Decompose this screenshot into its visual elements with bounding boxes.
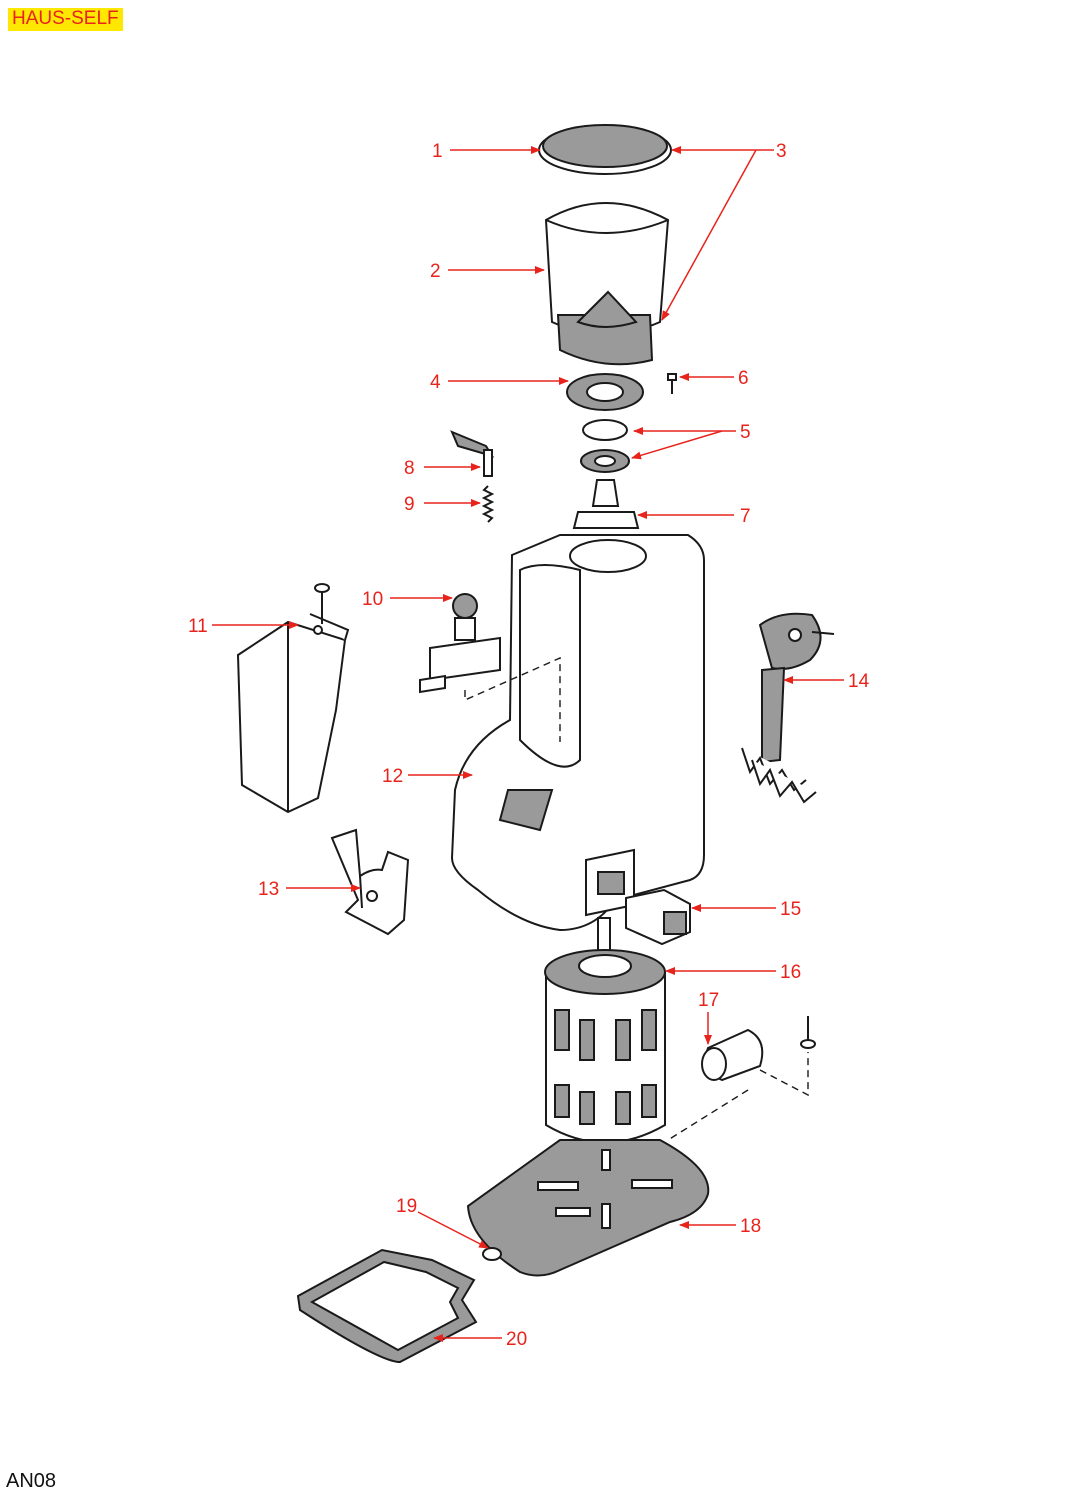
leader-19 xyxy=(417,1211,489,1249)
leader-lines xyxy=(212,146,844,1342)
callout-1: 1 xyxy=(432,141,443,162)
callout-10: 10 xyxy=(362,589,383,610)
callout-11: 11 xyxy=(188,616,208,637)
part-foot-19 xyxy=(482,1247,502,1261)
part-motor-16 xyxy=(544,917,666,1144)
brand-label: HAUS-SELF xyxy=(8,8,123,31)
part-switch-10 xyxy=(419,593,561,742)
callout-6: 6 xyxy=(738,368,749,389)
part-lever-8-spring-9 xyxy=(450,430,495,523)
part-base-plate-18 xyxy=(466,1139,710,1277)
callout-4: 4 xyxy=(430,372,441,393)
part-plug-cable-14 xyxy=(741,612,835,804)
callout-17: 17 xyxy=(698,990,719,1011)
part-cover-11 xyxy=(236,583,350,814)
part-bracket-13 xyxy=(330,828,410,936)
leader-3b xyxy=(661,149,757,321)
callout-13: 13 xyxy=(258,879,279,900)
callout-9: 9 xyxy=(404,494,415,515)
part-shaft-7 xyxy=(572,479,640,529)
part-lid xyxy=(538,124,672,175)
part-rocker-switch-15 xyxy=(625,888,691,946)
callout-labels: 1 2 3 4 5 6 7 8 9 10 11 12 13 14 15 16 1… xyxy=(188,141,870,1350)
callout-16: 16 xyxy=(780,962,801,983)
callout-18: 18 xyxy=(740,1216,761,1237)
part-capacitor-17 xyxy=(667,1016,816,1141)
callout-3: 3 xyxy=(776,141,787,162)
callout-19: 19 xyxy=(396,1196,417,1217)
leader-5b xyxy=(631,430,723,460)
callout-12: 12 xyxy=(382,766,403,787)
callout-2: 2 xyxy=(430,261,441,282)
part-drip-tray-20 xyxy=(296,1248,478,1364)
callout-20: 20 xyxy=(506,1329,527,1350)
callout-5: 5 xyxy=(740,422,751,443)
diagram-code: AN08 xyxy=(6,1470,57,1492)
callout-15: 15 xyxy=(780,899,801,920)
part-body-12 xyxy=(450,534,705,932)
part-hopper xyxy=(544,202,670,366)
callout-14: 14 xyxy=(848,671,870,692)
callout-8: 8 xyxy=(404,458,415,479)
part-screw-6 xyxy=(667,373,677,394)
callout-7: 7 xyxy=(740,506,751,527)
part-burr-carrier xyxy=(566,373,644,473)
